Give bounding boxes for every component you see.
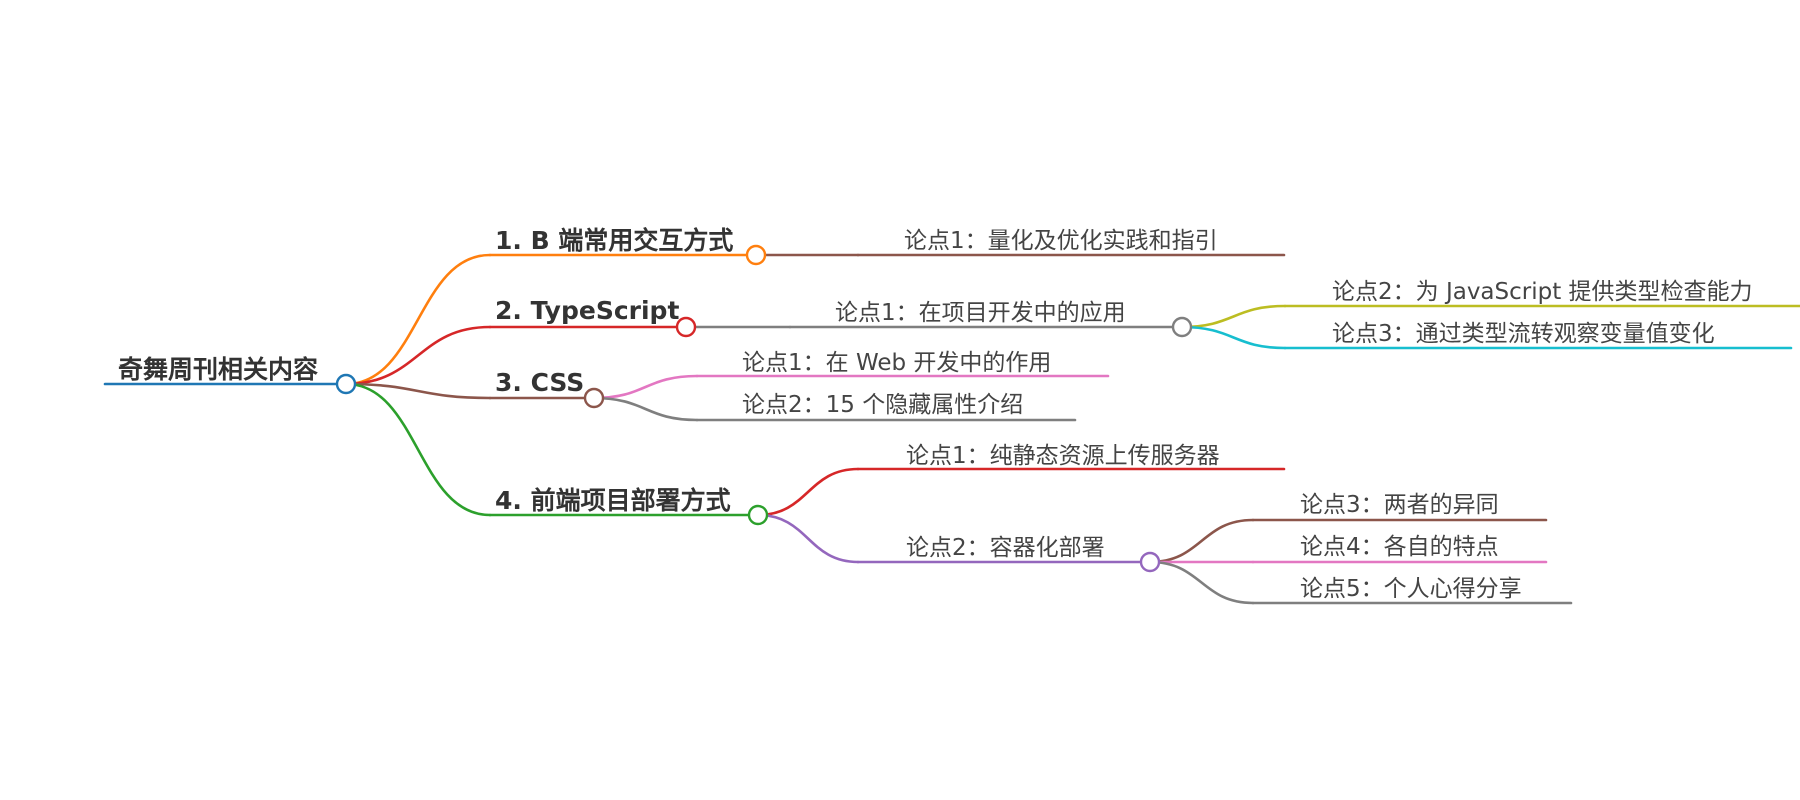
branch-2-child-1-sub-2-topic: 论点3：通过类型流转观察变量值变化 [1332,321,1715,347]
labels-layer: 奇舞周刊相关内容 1. B 端常用交互方式 论点1：量化及优化实践和指引 2. Typ… [118,226,1753,602]
edge-branch-4-child-1 [756,467,860,517]
branch-2-child-1-sub-1-topic: 论点2：为 JavaScript 提供类型检查能力 [1332,279,1753,305]
branch-4-child-2-sub-3-topic: 论点5：个人心得分享 [1300,576,1522,602]
edge-branch-4-child-2-sub-3 [1148,560,1255,605]
branch-4-topic: 4. 前端项目部署方式 [495,486,731,515]
collapse-toggle-branch-4[interactable] [747,504,769,526]
edge-root-branch-2 [344,325,492,386]
branch-3-child-2-topic: 论点2：15 个隐藏属性介绍 [742,392,1023,418]
edge-branch-4-child-2-sub-1 [1148,518,1255,564]
branch-4-child-2-sub-1-topic: 论点3：两者的异同 [1300,492,1499,518]
edge-branch-3-child-2 [592,396,699,422]
collapse-toggle-branch-4-child-2[interactable] [1139,551,1161,573]
branch-2-topic: 2. TypeScript [495,296,679,325]
edge-branch-3-child-1 [592,374,699,400]
branch-1-topic: 1. B 端常用交互方式 [495,226,733,255]
edge-root-branch-4 [344,382,492,517]
edges-layer [344,253,1287,605]
underlines-layer [103,253,1800,605]
branch-2-child-1-topic: 论点1：在项目开发中的应用 [835,300,1126,326]
branch-4-child-2-sub-2-topic: 论点4：各自的特点 [1300,534,1499,560]
collapse-toggle-branch-1[interactable] [745,244,767,266]
collapse-toggle-branch-2[interactable] [675,316,697,338]
collapse-toggle-branch-3[interactable] [583,387,605,409]
branch-1-child-1-topic: 论点1：量化及优化实践和指引 [904,228,1218,254]
edge-branch-4-child-2 [756,513,860,564]
branch-4-child-1-topic: 论点1：纯静态资源上传服务器 [906,443,1220,469]
collapse-toggle-root[interactable] [335,373,357,395]
branch-3-child-1-topic: 论点1：在 Web 开发中的作用 [742,350,1051,376]
edge-root-branch-3 [344,382,492,400]
branch-3-topic: 3. CSS [495,368,584,397]
collapse-toggle-branch-2-child-1[interactable] [1171,316,1193,338]
edge-branch-2-child-1-sub-2 [1180,325,1287,350]
edge-root-branch-1 [344,253,492,386]
root-topic: 奇舞周刊相关内容 [118,355,318,384]
circles-layer [335,244,1193,573]
branch-4-child-2-topic: 论点2：容器化部署 [906,535,1105,561]
edge-branch-2-child-1-sub-1 [1180,304,1287,329]
